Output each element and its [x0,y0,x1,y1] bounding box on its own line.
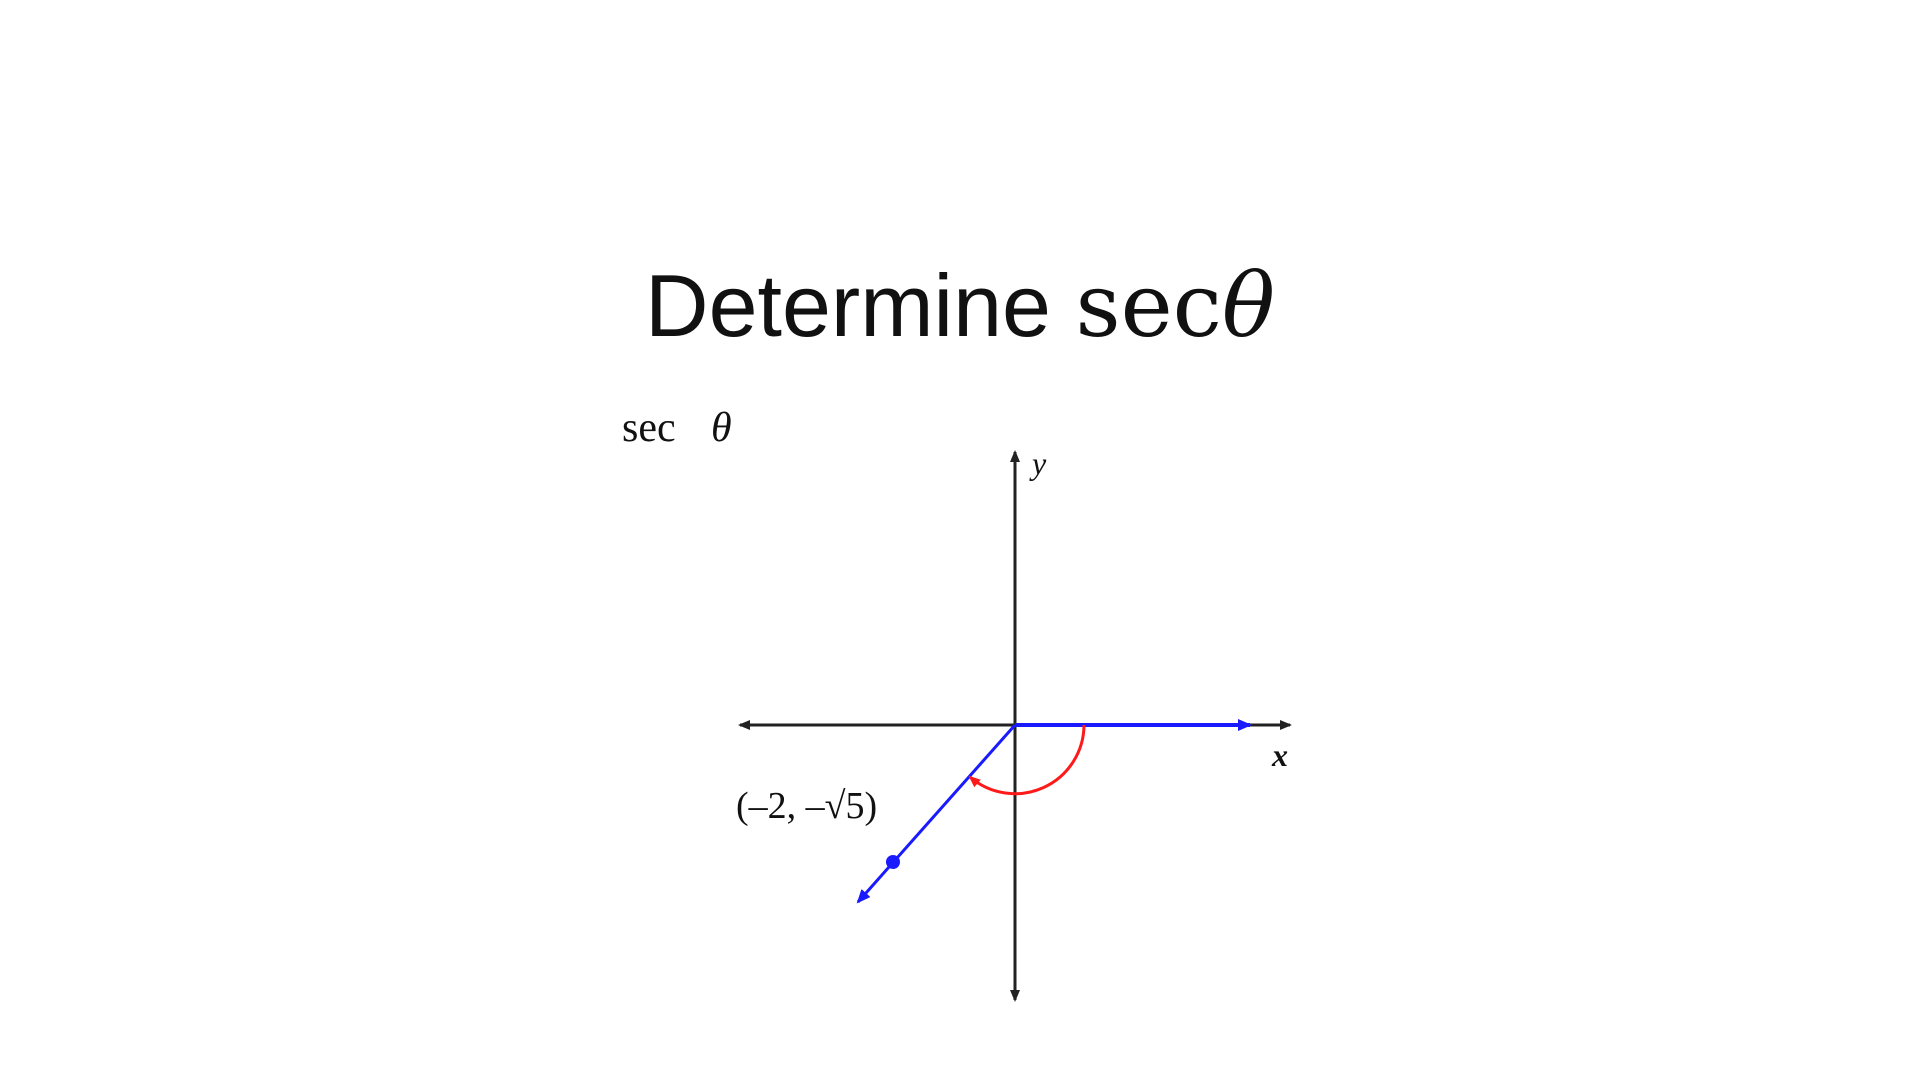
title-text: Determine [645,256,1051,355]
angle-arc [968,724,1086,796]
point-label: (–2, –√5) [736,785,877,827]
slide-title: Determine secθ [0,262,1920,350]
prompt-sec: sec [622,405,676,451]
prompt-theta: θ [711,405,732,451]
y-axis-label: y [1029,445,1047,481]
title-theta: θ [1221,254,1275,357]
terminal-point [886,855,900,869]
title-sec: sec [1075,254,1222,357]
terminal-side [856,724,1017,904]
x-axis-label: x [1271,737,1288,773]
